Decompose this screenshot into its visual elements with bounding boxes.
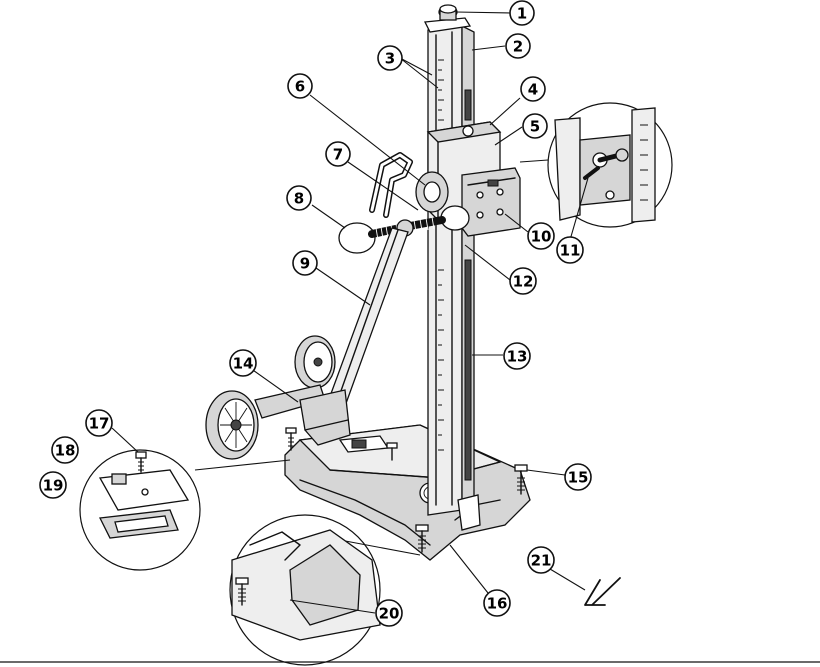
- bolt-center: [386, 442, 398, 461]
- callout-4: 4: [520, 76, 546, 102]
- callout-7: 7: [325, 141, 351, 167]
- svg-text:15: 15: [568, 469, 589, 487]
- svg-text:6: 6: [295, 78, 305, 96]
- wheel-front: [205, 390, 259, 460]
- svg-text:21: 21: [531, 552, 552, 570]
- wheel-rear: [294, 335, 336, 389]
- callout-2: 2: [505, 33, 531, 59]
- svg-text:19: 19: [43, 477, 64, 495]
- svg-text:11: 11: [560, 242, 581, 260]
- svg-text:3: 3: [385, 50, 395, 68]
- callout-17: 17: [85, 409, 113, 437]
- callout-19: 19: [39, 471, 67, 499]
- svg-text:14: 14: [233, 355, 254, 373]
- base-bolts: [285, 427, 528, 553]
- svg-text:7: 7: [333, 146, 343, 164]
- callout-13: 13: [503, 342, 531, 370]
- svg-text:9: 9: [300, 255, 310, 273]
- callout-16: 16: [483, 589, 511, 617]
- callout-11: 11: [556, 236, 584, 264]
- detail-circle-lock-lever: [519, 102, 673, 228]
- svg-text:4: 4: [528, 81, 538, 99]
- svg-text:1: 1: [517, 5, 527, 23]
- callout-8: 8: [286, 185, 312, 211]
- leader-lines: [111, 11, 589, 614]
- callout-10: 10: [527, 222, 555, 250]
- callout-12: 12: [509, 267, 537, 295]
- feed-handle-loop: [369, 152, 413, 218]
- svg-text:5: 5: [530, 118, 540, 136]
- detail-circle-base-plate: [79, 449, 291, 571]
- callout-21: 21: [527, 546, 555, 574]
- callout-6: 6: [287, 73, 313, 99]
- svg-text:13: 13: [507, 348, 528, 366]
- callout-1: 1: [509, 0, 535, 26]
- bolt-left: [285, 427, 297, 451]
- svg-text:8: 8: [294, 190, 304, 208]
- svg-text:16: 16: [487, 595, 508, 613]
- callout-14: 14: [229, 349, 257, 377]
- detail-circle-base-underside: [229, 514, 421, 666]
- svg-text:12: 12: [513, 273, 534, 291]
- callout-9: 9: [292, 250, 318, 276]
- allen-keys: [584, 577, 621, 606]
- callout-5: 5: [522, 113, 548, 139]
- callout-15: 15: [564, 463, 592, 491]
- bolt-front: [415, 524, 429, 553]
- svg-text:2: 2: [513, 38, 523, 56]
- bolt-right: [514, 464, 528, 495]
- callout-18: 18: [51, 436, 79, 464]
- support-arm: [321, 227, 409, 421]
- svg-text:18: 18: [55, 442, 76, 460]
- wheel-axle-bracket: [254, 384, 351, 446]
- callout-3: 3: [377, 45, 403, 71]
- svg-text:10: 10: [531, 228, 552, 246]
- column-scale: [438, 59, 444, 451]
- svg-text:20: 20: [379, 605, 400, 623]
- svg-text:17: 17: [89, 415, 110, 433]
- callout-20: 20: [375, 599, 403, 627]
